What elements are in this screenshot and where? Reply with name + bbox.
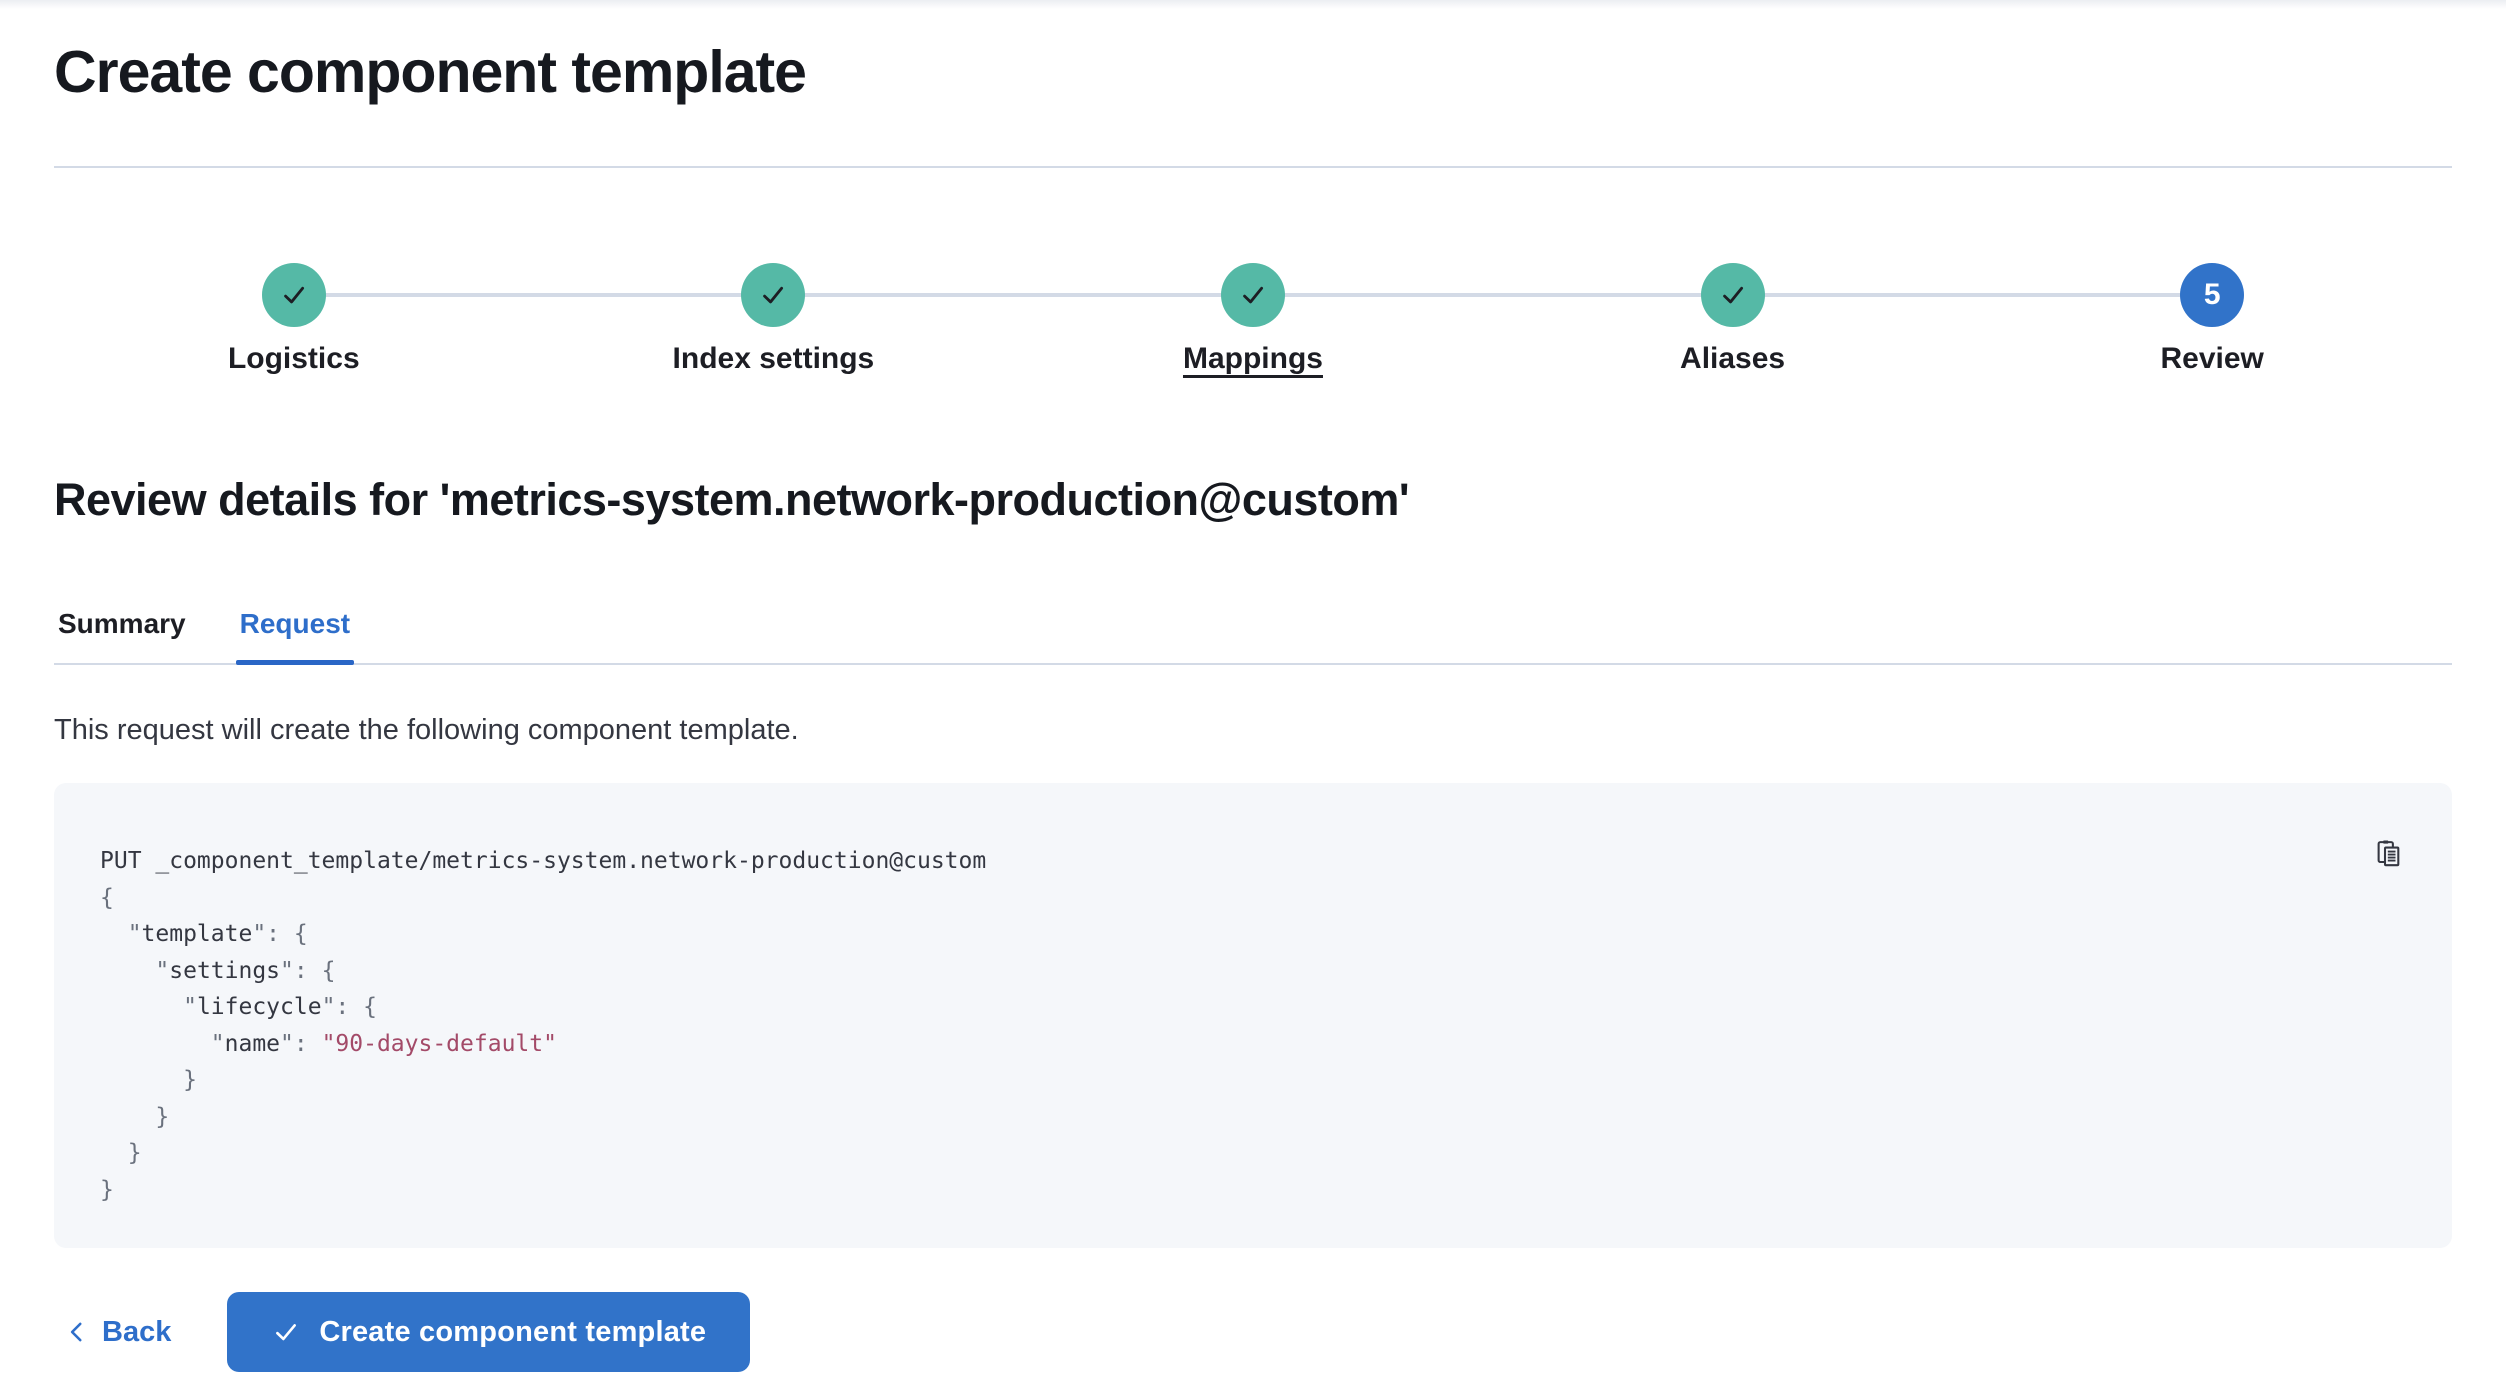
code-line: PUT _component_template/metrics-system.n… — [100, 848, 987, 874]
step-complete-circle — [741, 263, 806, 327]
tab-bar: Summary Request — [54, 607, 2452, 665]
footer-actions: Back Create component template — [54, 1292, 2452, 1372]
step-number: 5 — [2203, 278, 2221, 311]
review-heading: Review details for 'metrics-system.netwo… — [54, 474, 1410, 525]
step-aliases[interactable]: Aliases — [1493, 263, 1973, 377]
copy-to-clipboard-button[interactable] — [2364, 829, 2412, 877]
back-button-label: Back — [102, 1315, 172, 1348]
code-line: "template": { — [100, 921, 308, 947]
code-line: } — [100, 1140, 142, 1166]
create-button-label: Create component template — [319, 1315, 707, 1348]
header-divider — [54, 166, 2452, 168]
code-line: "lifecycle": { — [100, 994, 377, 1020]
create-component-template-button[interactable]: Create component template — [227, 1292, 751, 1372]
tab-request[interactable]: Request — [235, 607, 355, 665]
step-label: Logistics — [227, 342, 360, 375]
back-button[interactable]: Back — [54, 1316, 181, 1349]
step-label: Mappings — [1182, 342, 1323, 375]
code-line: } — [100, 1067, 197, 1093]
check-icon — [276, 1324, 297, 1341]
top-shade — [0, 0, 2506, 10]
step-logistics[interactable]: Logistics — [54, 263, 534, 377]
step-mappings[interactable]: Mappings — [1013, 263, 1493, 377]
step-label: Index settings — [672, 342, 875, 375]
code-line: } — [100, 1103, 170, 1130]
code-line: } — [100, 1176, 114, 1203]
code-line: { — [100, 884, 114, 911]
copy-clipboard-icon — [2377, 840, 2400, 867]
request-description: This request will create the following c… — [54, 714, 799, 746]
check-icon — [283, 286, 304, 304]
check-icon — [1243, 286, 1264, 304]
step-label: Review — [2160, 342, 2264, 375]
page-header: Create component template — [54, 0, 2452, 108]
chevron-left-icon — [70, 1322, 82, 1342]
step-complete-circle — [1700, 263, 1765, 327]
request-code: PUT _component_template/metrics-system.n… — [100, 843, 2332, 1208]
step-complete-circle — [261, 263, 326, 327]
code-line: "settings": { — [100, 957, 336, 984]
step-label: Aliases — [1680, 342, 1786, 375]
step-complete-circle — [1220, 263, 1285, 327]
page-title: Create component template — [54, 39, 807, 105]
check-icon — [763, 286, 784, 304]
tab-summary[interactable]: Summary — [54, 607, 190, 663]
step-index-settings[interactable]: Index settings — [534, 263, 1014, 377]
step-current-circle: 5 — [2180, 263, 2245, 327]
request-code-block: PUT _component_template/metrics-system.n… — [54, 783, 2452, 1248]
check-icon — [1722, 286, 1743, 304]
code-line: "name": "90-days-default" — [100, 1030, 557, 1057]
